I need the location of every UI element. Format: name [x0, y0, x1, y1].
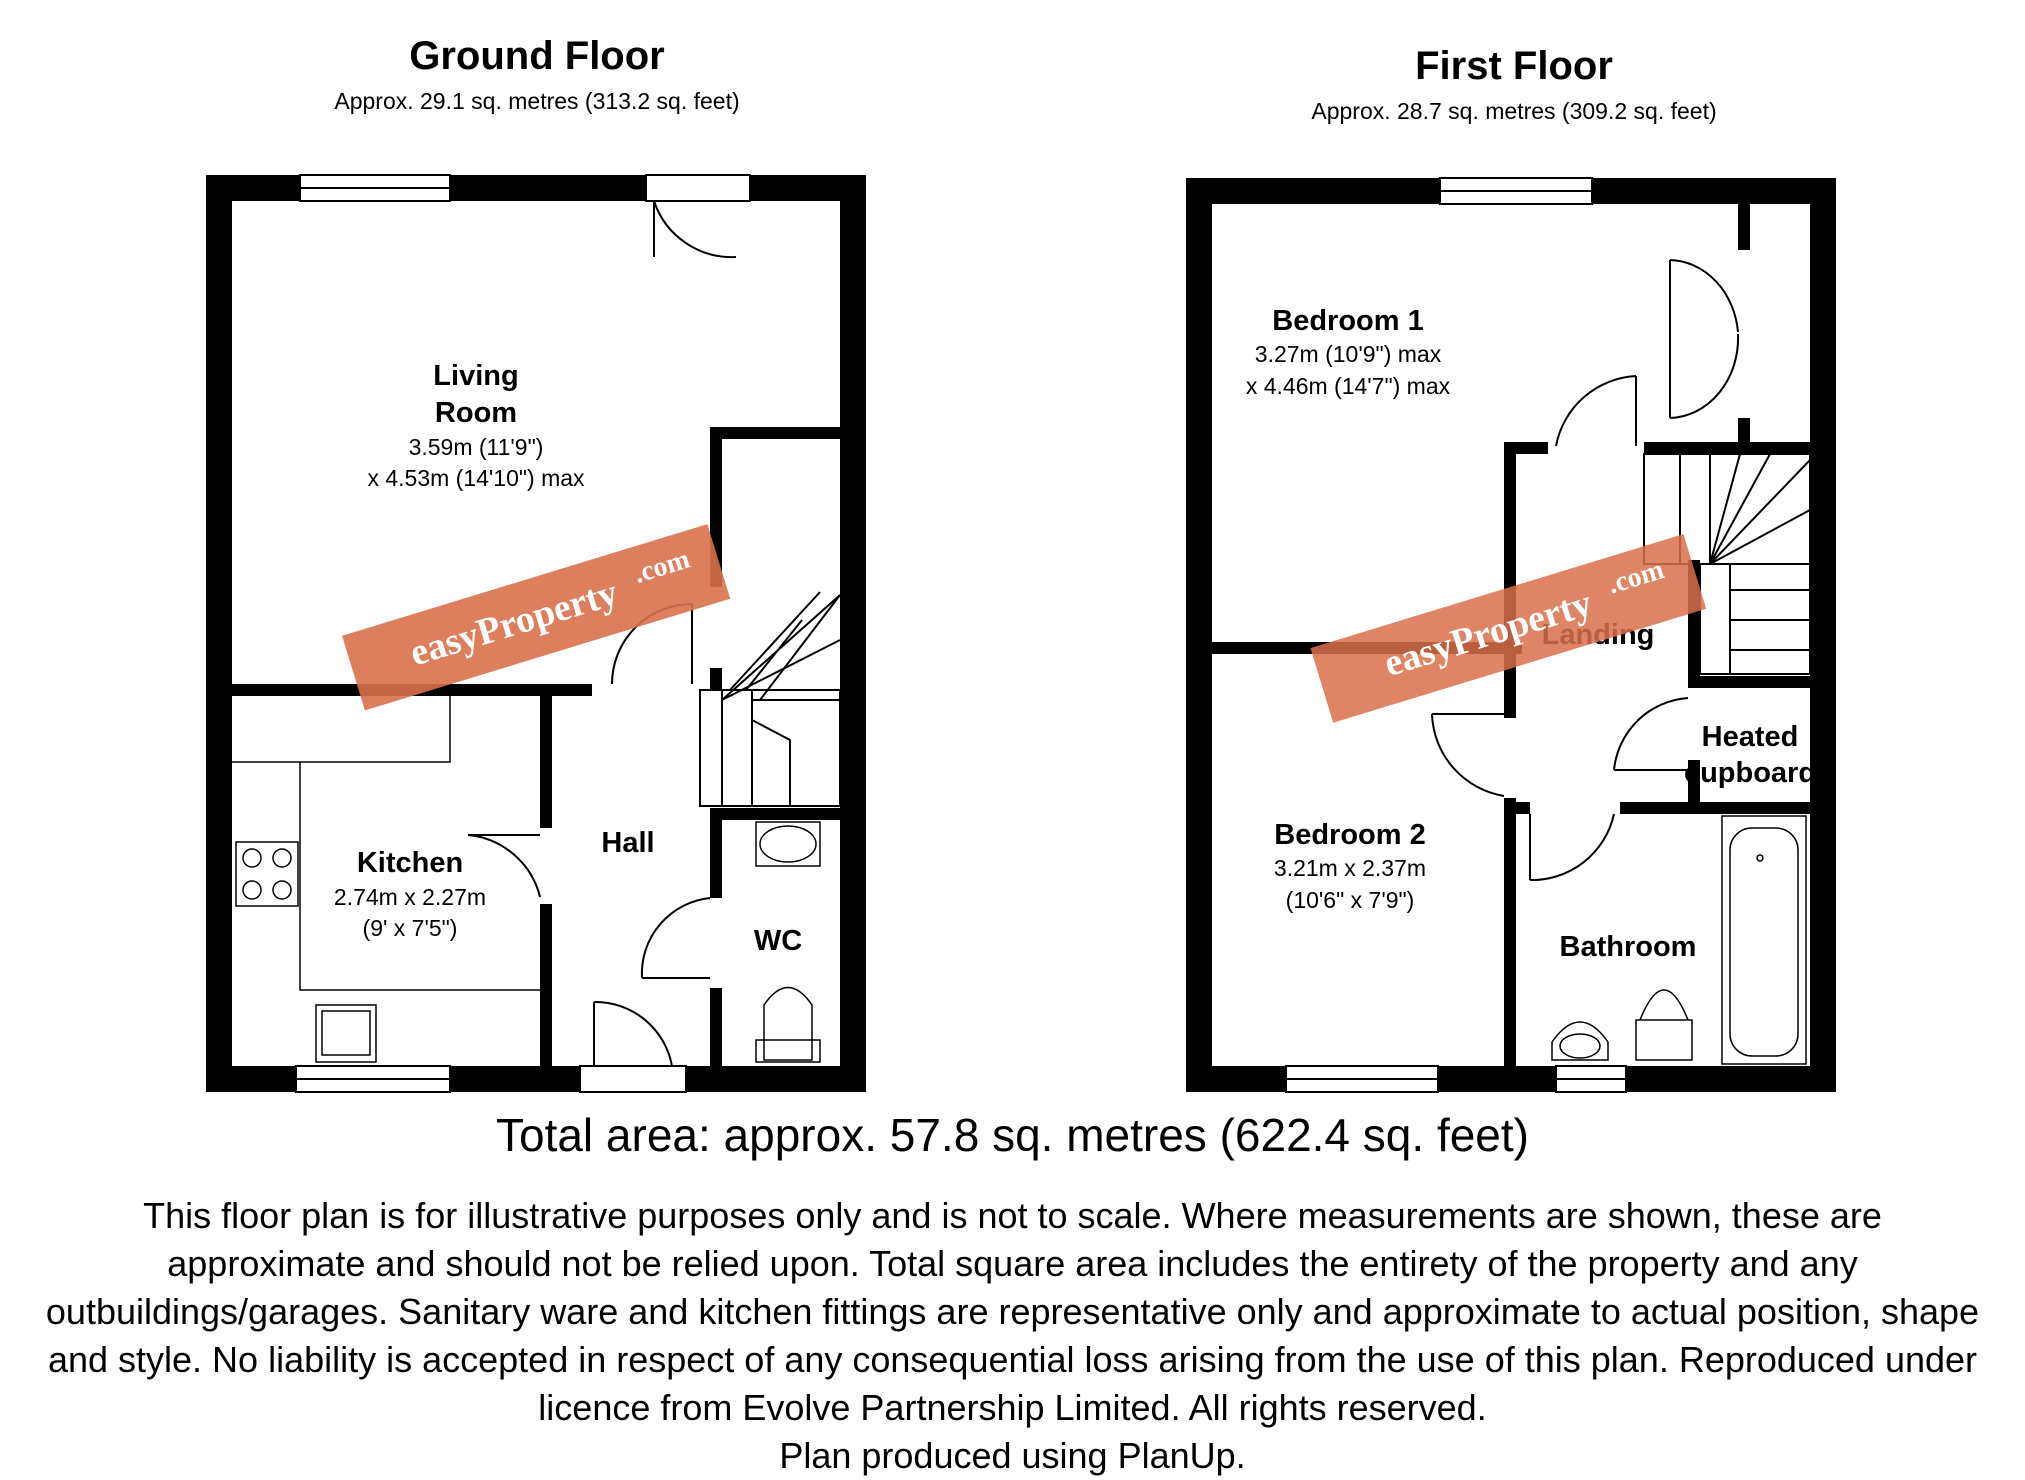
ground-wall-left — [206, 175, 232, 1092]
back-door-opening — [579, 1065, 687, 1093]
front-door-opening — [645, 174, 751, 202]
bedroom2-dim-1: 3.21m x 2.37m — [1274, 855, 1426, 881]
ground-floor-plan — [206, 174, 866, 1093]
bedroom1-dim-2: x 4.46m (14'7") max — [1246, 373, 1451, 399]
hob — [235, 841, 299, 907]
bedroom2-name: Bedroom 2 — [1274, 819, 1425, 851]
hall-name: Hall — [601, 827, 654, 859]
bedroom1-dim-1: 3.27m (10'9") max — [1255, 341, 1442, 367]
kitchen-dim-2: (9' x 7'5") — [363, 915, 458, 941]
bathroom-name: Bathroom — [1560, 931, 1697, 963]
disclaimer-block: This floor plan is for illustrative purp… — [40, 1192, 1985, 1480]
kitchen-counters — [232, 696, 540, 1063]
disclaimer-text: This floor plan is for illustrative purp… — [45, 1195, 1980, 1428]
living-room-name-2: Room — [435, 397, 517, 429]
first-stairs — [1643, 453, 1811, 675]
living-room-dim-2: x 4.53m (14'10") max — [367, 465, 585, 491]
kitchen-dim-1: 2.74m x 2.27m — [334, 884, 486, 910]
wc-fittings — [755, 821, 821, 1063]
ground-stairs — [699, 591, 841, 807]
ground-floor-area: Approx. 29.1 sq. metres (313.2 sq. feet) — [334, 88, 740, 114]
living-room-dim-1: 3.59m (11'9") — [409, 434, 544, 460]
bedroom2-dim-2: (10'6" x 7'9") — [1286, 887, 1415, 913]
kitchen-sink — [315, 1004, 377, 1063]
first-floor-title: First Floor — [1415, 44, 1613, 88]
bedroom1-name: Bedroom 1 — [1272, 305, 1423, 337]
total-area: Total area: approx. 57.8 sq. metres (622… — [495, 1109, 1529, 1161]
heated-cupboard-name-2: cupboard — [1684, 757, 1816, 789]
planup-credit: Plan produced using PlanUp. — [779, 1435, 1246, 1476]
wc-top-wall — [710, 808, 840, 820]
bathroom-fittings — [1551, 815, 1807, 1065]
ground-floor-title: Ground Floor — [409, 34, 665, 78]
kitchen-name: Kitchen — [357, 847, 463, 879]
wc-name: WC — [754, 925, 802, 957]
first-floor-area: Approx. 28.7 sq. metres (309.2 sq. feet) — [1311, 98, 1717, 124]
watermark-ground: easyProperty .com — [342, 524, 731, 711]
heated-cupboard-name-1: Heated — [1702, 721, 1799, 753]
living-room-name-1: Living — [433, 360, 518, 392]
ground-wall-right — [840, 175, 866, 1092]
